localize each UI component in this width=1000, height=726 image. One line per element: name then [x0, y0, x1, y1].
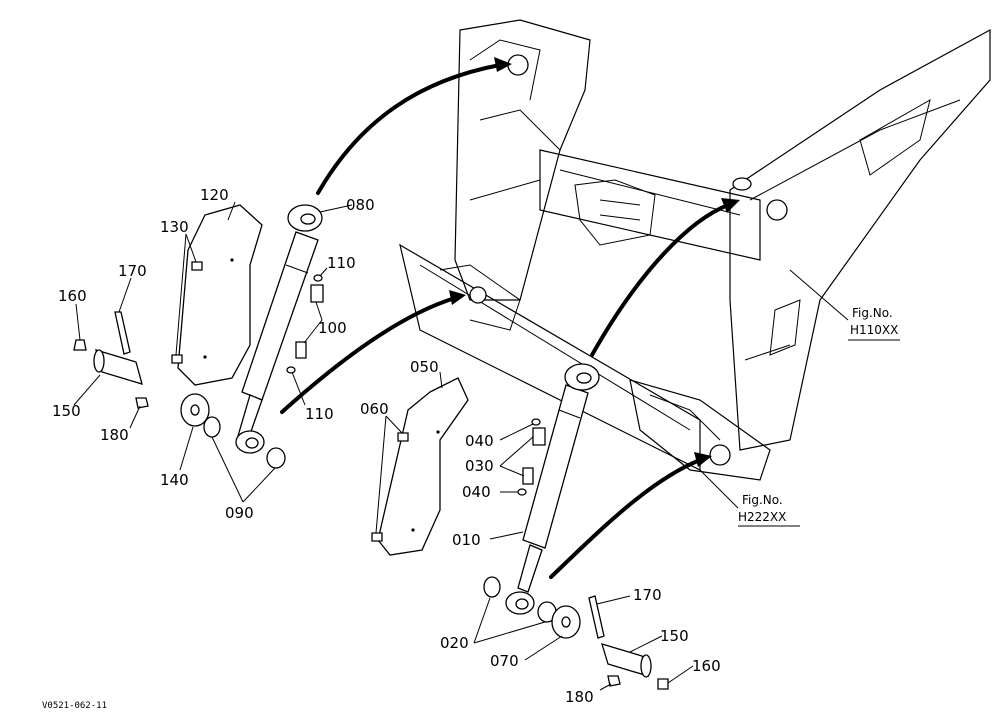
grease-nipple-160-right [657, 678, 669, 690]
washer-070 [551, 605, 581, 639]
label-100: 100 [318, 319, 347, 337]
fig-ref-1-title: Fig.No. [852, 306, 893, 320]
label-160-left: 160 [58, 287, 87, 305]
fitting-030 [522, 427, 546, 485]
o-ring-040-lower [517, 488, 527, 496]
label-110-upper: 110 [327, 254, 356, 272]
pin-150-right [601, 643, 652, 678]
label-080: 080 [346, 196, 375, 214]
fitting-100 [295, 284, 324, 359]
assembly-arrow-right-top [590, 198, 740, 357]
cylinder-right [505, 363, 600, 615]
bushing-020-upper [483, 576, 501, 598]
label-140: 140 [160, 471, 189, 489]
bolt-060-upper [397, 432, 409, 442]
label-090: 090 [225, 504, 254, 522]
cylinder-guard-right [377, 377, 469, 556]
label-050: 050 [410, 358, 439, 376]
label-060: 060 [360, 400, 389, 418]
pin-150-left [93, 349, 143, 385]
bolt-130-upper [191, 261, 203, 271]
label-150-right: 150 [660, 627, 689, 645]
label-020: 020 [440, 634, 469, 652]
cylinder-left [235, 204, 323, 454]
leader-lines [73, 201, 900, 691]
label-110-lower: 110 [305, 405, 334, 423]
assembly-arrow-left-top [316, 57, 512, 195]
nut-180-left [135, 397, 149, 409]
bolt-130-lower [171, 354, 183, 364]
label-180-right: 180 [565, 688, 594, 706]
fig-ref-2-code: H222XX [738, 510, 786, 524]
nut-180-right [607, 675, 621, 687]
cylinder-guard-left [177, 204, 263, 386]
bushing-090-upper [203, 416, 221, 438]
label-180-left: 180 [100, 426, 129, 444]
label-170-right: 170 [633, 586, 662, 604]
label-130: 130 [160, 218, 189, 236]
bolt-170-right [588, 595, 605, 639]
o-ring-110-lower [286, 366, 296, 374]
bolt-170-left [114, 311, 131, 355]
bolt-060-lower [371, 532, 383, 542]
bushing-090-lower [266, 447, 286, 469]
label-040-upper: 040 [465, 432, 494, 450]
grease-nipple-160-left [73, 339, 87, 351]
o-ring-040-upper [531, 418, 541, 426]
assembly-arrow-right-bottom [549, 452, 712, 579]
washer-140 [180, 393, 210, 427]
drawing-code: V0521-062-11 [42, 701, 107, 711]
label-170-left: 170 [118, 262, 147, 280]
fig-ref-1-code: H110XX [850, 323, 898, 337]
label-160-right: 160 [692, 657, 721, 675]
label-040-lower: 040 [462, 483, 491, 501]
fig-ref-2-title: Fig.No. [742, 493, 783, 507]
assembly-arrow-left-bottom [280, 290, 466, 414]
label-120: 120 [200, 186, 229, 204]
label-030: 030 [465, 457, 494, 475]
label-070: 070 [490, 652, 519, 670]
label-010: 010 [452, 531, 481, 549]
o-ring-110-upper [313, 274, 323, 282]
loader-frame [399, 19, 991, 481]
label-150-left: 150 [52, 402, 81, 420]
